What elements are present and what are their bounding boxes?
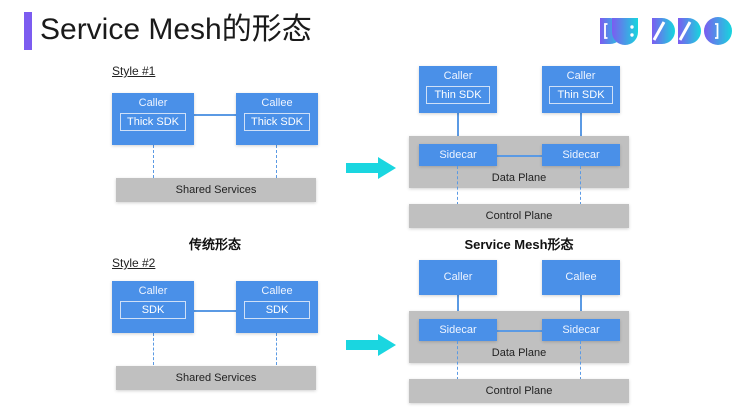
- br-left-sidecar-label: Sidecar: [439, 323, 477, 336]
- tr-right-caller-title: Caller: [566, 70, 596, 82]
- tr-left-sidecar-node[interactable]: Sidecar: [419, 144, 497, 166]
- bl-shared-services-bar: Shared Services: [116, 366, 316, 390]
- tr-right-dashed-line: [580, 166, 581, 205]
- tr-control-plane-bar: Control Plane: [409, 204, 629, 228]
- tl-caller-sdk-box: Thick SDK: [120, 113, 186, 131]
- tr-left-caller-title: Caller: [443, 70, 473, 82]
- br-callee-node[interactable]: Callee: [542, 260, 620, 295]
- style-1-label: Style #1: [112, 64, 156, 78]
- tr-left-caller-node[interactable]: Caller Thin SDK: [419, 66, 497, 113]
- bl-caller-node[interactable]: Caller SDK: [112, 281, 194, 333]
- tr-right-sidecar-label: Sidecar: [562, 148, 600, 161]
- bl-caller-sdk-box: SDK: [120, 301, 186, 319]
- dubbo-logo: [598, 16, 738, 46]
- tl-shared-services-bar: Shared Services: [116, 178, 316, 202]
- tr-right-caller-node[interactable]: Caller Thin SDK: [542, 66, 620, 113]
- br-caller-title: Caller: [443, 271, 473, 283]
- tl-callee-title: Callee: [261, 97, 293, 109]
- caption-traditional: 传统形态: [188, 237, 241, 252]
- tr-left-sidecar-label: Sidecar: [439, 148, 477, 161]
- tr-left-vertical-line: [457, 113, 459, 147]
- tr-data-plane-label: Data Plane: [491, 172, 547, 184]
- br-left-dashed-line: [457, 341, 458, 380]
- br-control-plane-bar: Control Plane: [409, 379, 629, 403]
- title-accent-bar: [24, 12, 32, 50]
- br-sidecar-connector-line: [497, 330, 543, 332]
- br-left-vertical-line: [457, 295, 459, 322]
- tl-caller-title: Caller: [138, 97, 168, 109]
- tl-caller-dashed-line: [153, 145, 154, 178]
- tl-callee-dashed-line: [276, 145, 277, 178]
- bl-callee-node[interactable]: Callee SDK: [236, 281, 318, 333]
- tl-caller-node[interactable]: Caller Thick SDK: [112, 93, 194, 145]
- caption-service-mesh: Service Mesh形态: [464, 237, 574, 252]
- br-data-plane-label: Data Plane: [491, 347, 547, 359]
- tr-right-vertical-line: [580, 113, 582, 147]
- tr-sidecar-connector-line: [497, 155, 543, 157]
- bl-caller-title: Caller: [138, 285, 168, 297]
- bl-callee-sdk-box: SDK: [244, 301, 310, 319]
- tr-left-dashed-line: [457, 166, 458, 205]
- bl-callee-dashed-line: [276, 333, 277, 365]
- br-left-sidecar-node[interactable]: Sidecar: [419, 319, 497, 341]
- tl-callee-sdk-box: Thick SDK: [244, 113, 310, 131]
- arrow-right-icon-bottom: [346, 334, 396, 356]
- bl-callee-title: Callee: [261, 285, 293, 297]
- tl-connector-line: [193, 114, 238, 116]
- br-right-vertical-line: [580, 295, 582, 322]
- br-right-sidecar-label: Sidecar: [562, 323, 600, 336]
- br-callee-title: Callee: [565, 271, 597, 283]
- bl-connector-line: [193, 310, 238, 312]
- br-caller-node[interactable]: Caller: [419, 260, 497, 295]
- tr-left-thin-sdk-box: Thin SDK: [426, 86, 490, 104]
- arrow-right-icon-top: [346, 157, 396, 179]
- tr-right-sidecar-node[interactable]: Sidecar: [542, 144, 620, 166]
- page-title: Service Mesh的形态: [40, 13, 312, 46]
- br-right-dashed-line: [580, 341, 581, 380]
- bl-caller-dashed-line: [153, 333, 154, 365]
- style-2-label: Style #2: [112, 256, 156, 270]
- tl-callee-node[interactable]: Callee Thick SDK: [236, 93, 318, 145]
- tr-right-thin-sdk-box: Thin SDK: [549, 86, 613, 104]
- br-right-sidecar-node[interactable]: Sidecar: [542, 319, 620, 341]
